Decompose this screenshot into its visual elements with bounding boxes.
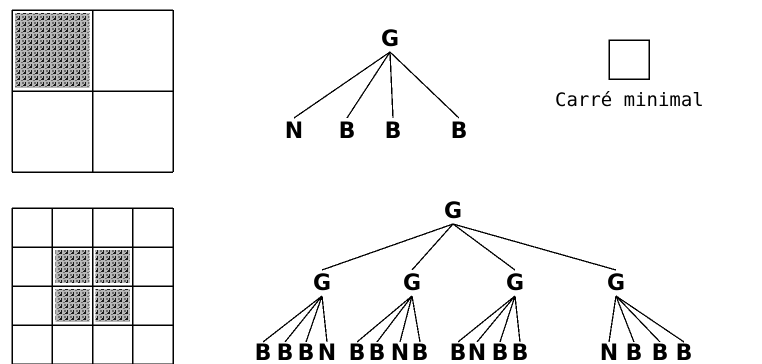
tree-node-N: N: [285, 119, 303, 144]
textured-region: [95, 250, 130, 283]
tree-edge: [389, 51, 394, 119]
tree-edge: [399, 295, 413, 343]
tree-edge: [284, 295, 323, 343]
tree-node-B: B: [512, 341, 529, 364]
tree-edge: [321, 223, 454, 271]
tree-edge: [376, 295, 413, 343]
tree-edge: [411, 295, 421, 343]
textured-region: [95, 289, 130, 322]
tree-node-B: B: [255, 341, 272, 364]
tree-edge: [457, 295, 516, 343]
textured-region: [15, 13, 90, 88]
tree-edge: [452, 223, 617, 271]
tree-edge: [411, 223, 454, 271]
top-quadtree-grid: [11, 9, 174, 173]
legend-label: Carré minimal: [555, 89, 704, 111]
tree-node-B: B: [626, 341, 643, 364]
bottom-quadtree-grid: [11, 207, 174, 364]
tree-node-N: N: [600, 341, 618, 364]
tree-edge: [476, 295, 516, 343]
tree-node-B: B: [277, 341, 294, 364]
tree-edge: [615, 295, 685, 343]
tree-node-G: G: [607, 271, 625, 296]
tree-node-B: B: [450, 341, 467, 364]
tree-node-B: B: [339, 119, 356, 144]
tree-edge: [305, 295, 323, 343]
tree-node-B: B: [298, 341, 315, 364]
tree-node-G: G: [403, 271, 421, 296]
tree-node-G: G: [506, 271, 524, 296]
tree-edge: [608, 295, 617, 343]
minimal-square-swatch: [608, 39, 650, 80]
tree-edge: [514, 295, 521, 343]
legend: Carré minimal: [555, 39, 704, 111]
textured-region: [55, 289, 90, 322]
tree-edge: [389, 51, 460, 119]
tree-node-B: B: [349, 341, 366, 364]
tree-node-B: B: [492, 341, 509, 364]
textured-region: [55, 250, 90, 283]
tree-node-N: N: [468, 341, 486, 364]
tree-edge: [262, 295, 323, 343]
tree-edge: [452, 223, 516, 271]
tree-node-N: N: [318, 341, 336, 364]
tree-node-N: N: [391, 341, 409, 364]
tree-node-B: B: [412, 341, 429, 364]
tree-node-B: B: [451, 119, 468, 144]
tree-node-G: G: [381, 27, 399, 52]
tree-edge: [499, 295, 516, 343]
tree-edge: [615, 295, 635, 343]
tree-edge: [346, 51, 391, 119]
tree-node-B: B: [676, 341, 693, 364]
tree-edge: [615, 295, 661, 343]
tree-edge: [321, 295, 328, 343]
tree-node-G: G: [444, 199, 462, 224]
tree-node-B: B: [369, 341, 386, 364]
tree-node-B: B: [385, 119, 402, 144]
tree-edge: [293, 51, 391, 119]
top-quadtree-tree: G N B B B: [285, 27, 468, 144]
tree-node-B: B: [652, 341, 669, 364]
tree-node-G: G: [313, 271, 331, 296]
tree-edge: [356, 295, 413, 343]
